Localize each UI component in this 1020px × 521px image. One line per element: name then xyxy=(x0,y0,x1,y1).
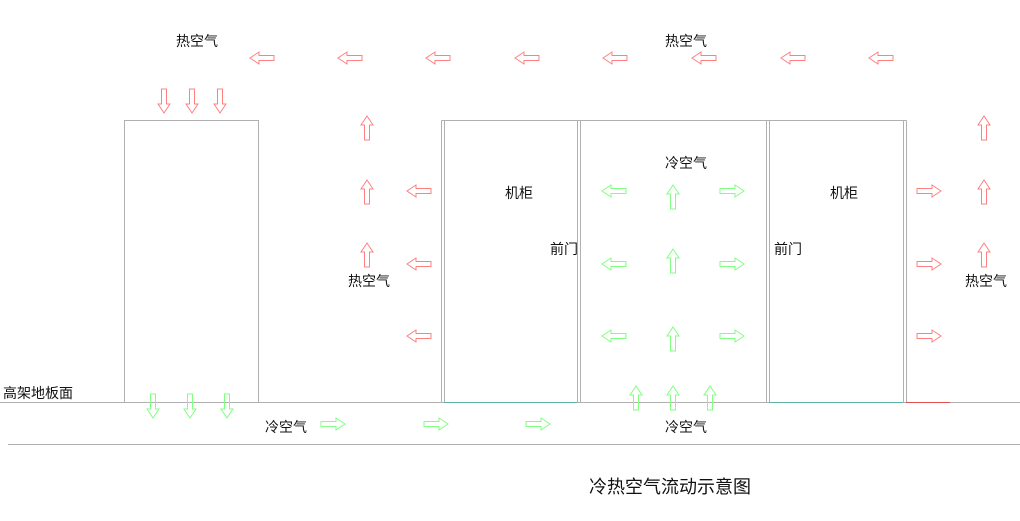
hot-air-intake-arrow-icon xyxy=(213,88,227,114)
hot-air-return-arrow-icon xyxy=(514,51,540,65)
cold-air-floor-vent-arrow-icon xyxy=(703,385,717,411)
hot-air-return-arrow-icon xyxy=(425,51,451,65)
hot-air-return-arrow-icon xyxy=(780,51,806,65)
hot-air-label-top-right: 热空气 xyxy=(665,34,707,50)
hot-air-exhaust-arrow-icon xyxy=(406,257,432,271)
hot-air-return-arrow-icon xyxy=(691,51,717,65)
hot-air-rising-arrow-icon xyxy=(977,115,991,141)
hot-air-intake-arrow-icon xyxy=(185,88,199,114)
cold-air-label-subfloor-left: 冷空气 xyxy=(265,420,307,436)
cold-air-subfloor-arrow-icon xyxy=(320,417,346,431)
hot-air-rising-arrow-icon xyxy=(977,179,991,205)
cold-air-label-cold-aisle: 冷空气 xyxy=(665,156,707,172)
raised-floor-label: 高架地板面 xyxy=(3,386,73,402)
cold-air-intake-arrow-icon xyxy=(719,329,745,343)
hot-air-label-top-left: 热空气 xyxy=(176,34,218,50)
cabinet-1-label: 机柜 xyxy=(505,186,533,202)
front-door-label-1: 前门 xyxy=(550,242,578,258)
hot-air-rising-arrow-icon xyxy=(360,242,374,268)
cold-air-rising-arrow-icon xyxy=(666,326,680,352)
cold-air-floor-vent-arrow-icon xyxy=(666,385,680,411)
hot-air-exhaust-arrow-icon xyxy=(406,184,432,198)
cold-air-supply-arrow-icon xyxy=(220,393,234,419)
hot-air-return-arrow-icon xyxy=(602,51,628,65)
hot-air-return-arrow-icon xyxy=(249,51,275,65)
hot-air-rising-arrow-icon xyxy=(977,242,991,268)
cold-air-label-subfloor-right: 冷空气 xyxy=(665,420,707,436)
hot-air-label-right-aisle: 热空气 xyxy=(965,274,1007,290)
cold-air-supply-arrow-icon xyxy=(146,393,160,419)
left-equipment-box xyxy=(124,120,259,403)
hot-air-return-arrow-icon xyxy=(337,51,363,65)
cold-air-intake-arrow-icon xyxy=(719,257,745,271)
hot-air-label-left-aisle: 热空气 xyxy=(348,274,390,290)
cold-air-intake-arrow-icon xyxy=(719,184,745,198)
cold-air-supply-arrow-icon xyxy=(183,393,197,419)
hot-air-return-arrow-icon xyxy=(868,51,894,65)
cold-air-subfloor-arrow-icon xyxy=(525,417,551,431)
cold-air-intake-arrow-icon xyxy=(601,329,627,343)
cold-air-rising-arrow-icon xyxy=(666,248,680,274)
cold-air-subfloor-arrow-icon xyxy=(423,417,449,431)
hot-air-exhaust-arrow-icon xyxy=(916,184,942,198)
front-door-label-2: 前门 xyxy=(774,242,802,258)
hot-air-exhaust-arrow-icon xyxy=(916,257,942,271)
hot-air-rising-arrow-icon xyxy=(360,179,374,205)
hot-air-exhaust-arrow-icon xyxy=(406,329,432,343)
hot-air-intake-arrow-icon xyxy=(157,88,171,114)
cold-air-intake-arrow-icon xyxy=(601,184,627,198)
cold-air-rising-arrow-icon xyxy=(666,184,680,210)
hot-air-rising-arrow-icon xyxy=(360,115,374,141)
hot-air-exhaust-arrow-icon xyxy=(916,329,942,343)
cold-air-floor-vent-arrow-icon xyxy=(629,385,643,411)
cabinet-2-label: 机柜 xyxy=(830,186,858,202)
cold-air-intake-arrow-icon xyxy=(601,257,627,271)
diagram-title: 冷热空气流动示意图 xyxy=(589,477,751,498)
